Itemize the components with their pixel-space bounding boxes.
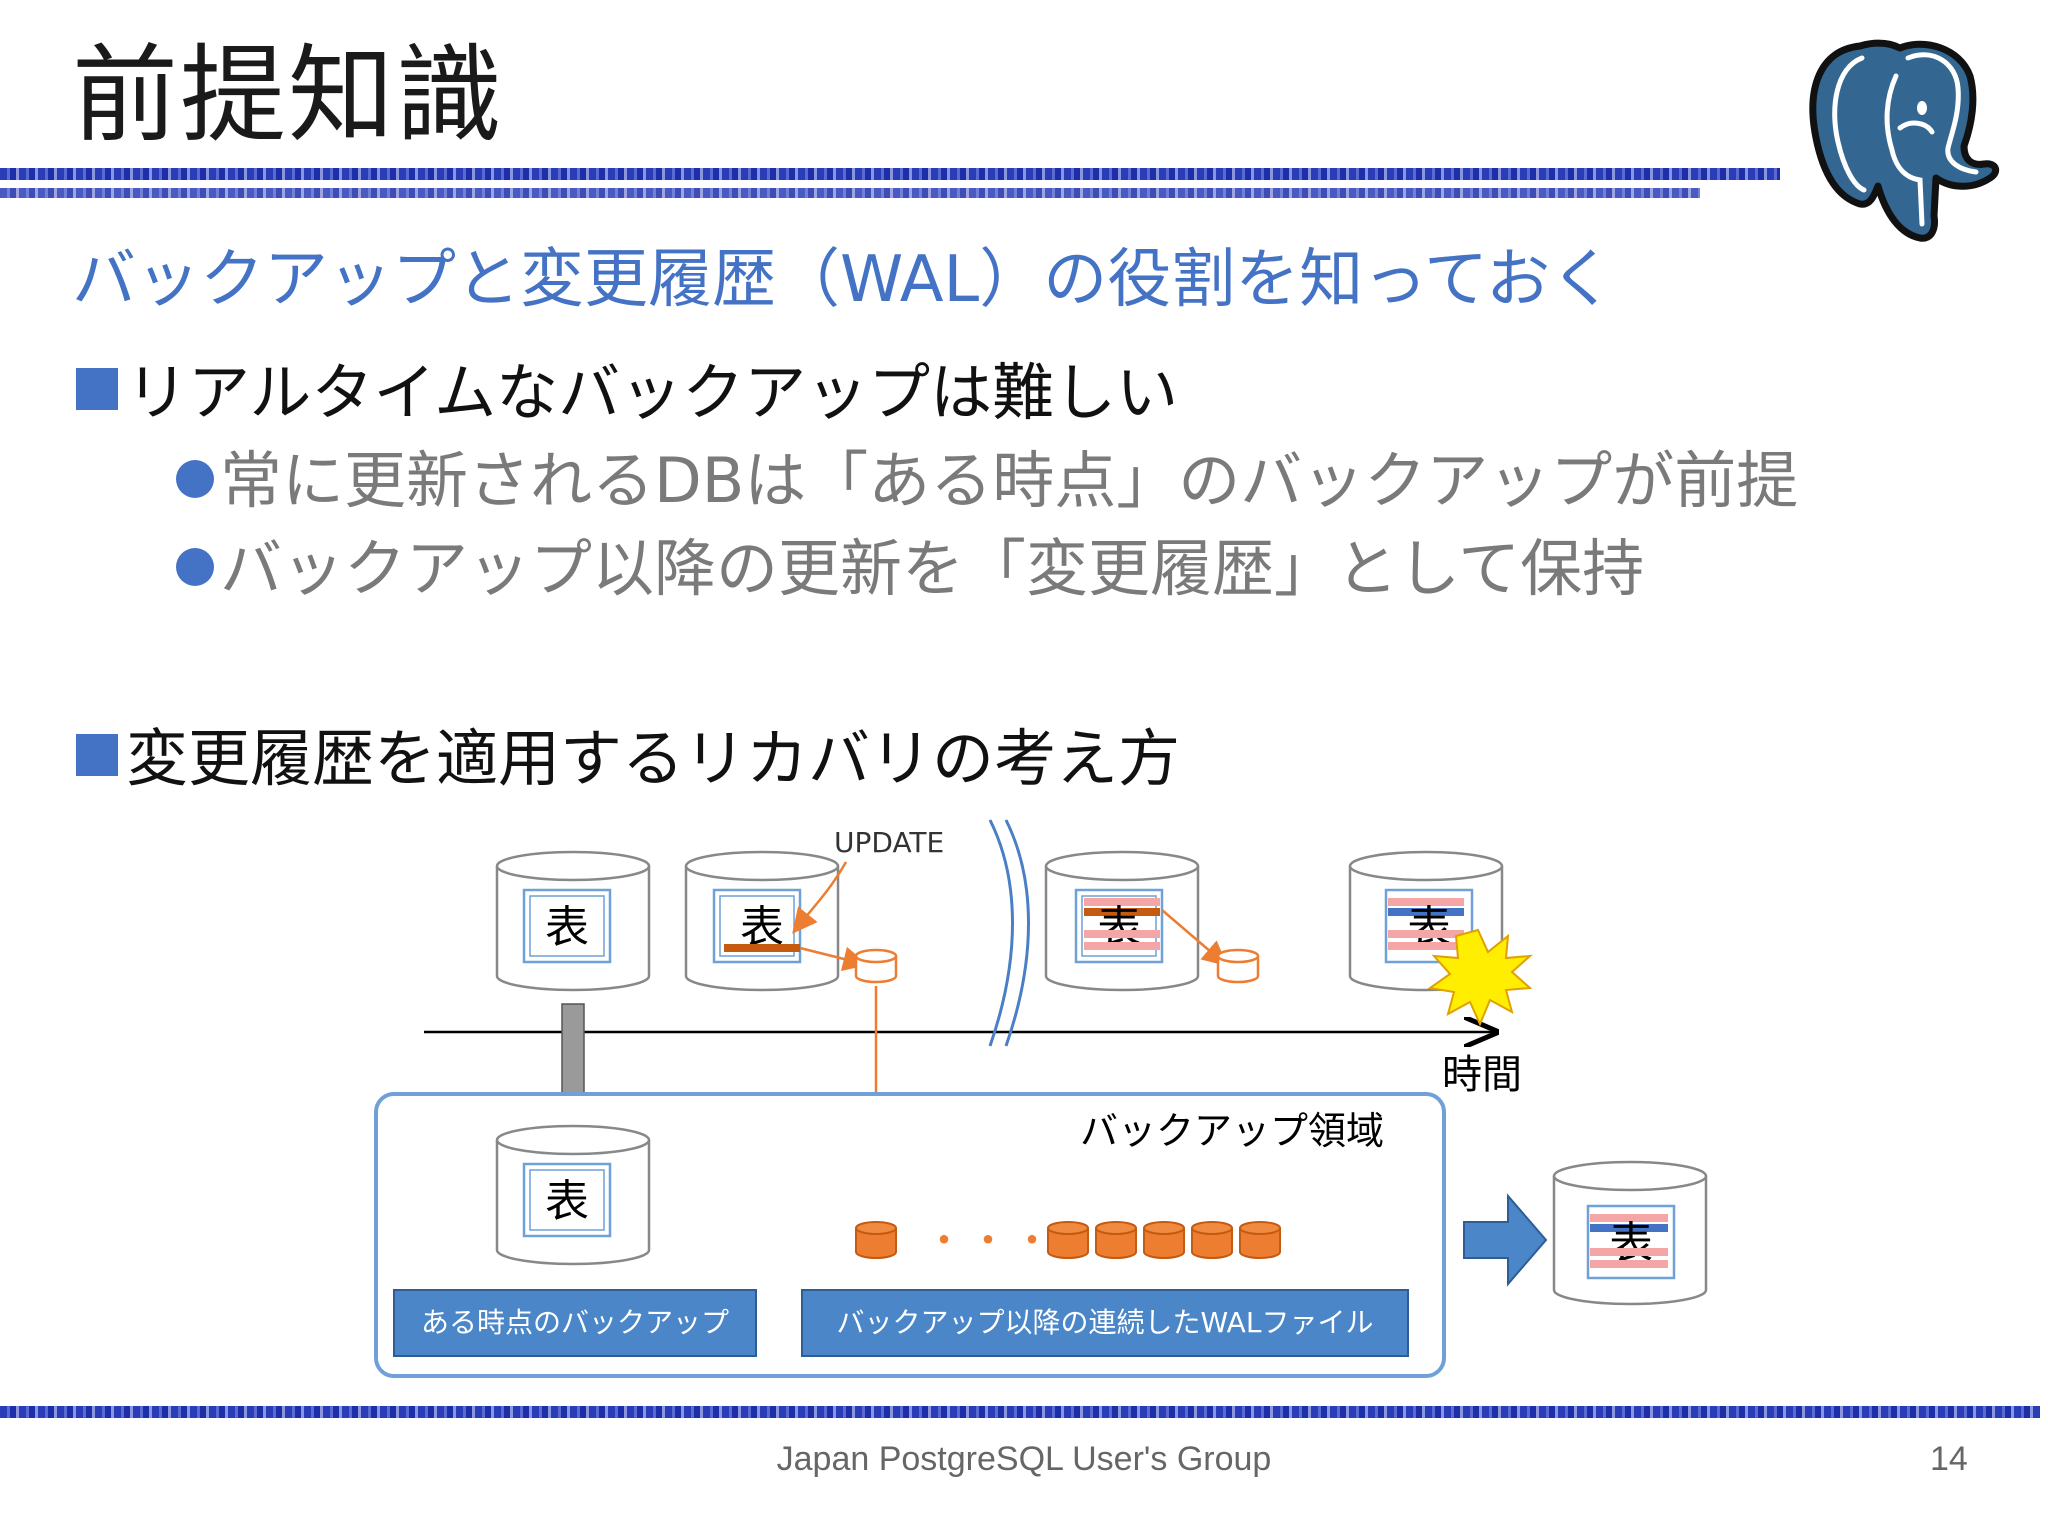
- wal-file: [855, 1221, 897, 1259]
- sub-bullet-change-history: バックアップ以降の更新を「変更履歴」として保持: [176, 518, 1644, 608]
- slide-subtitle: バックアップと変更履歴（WAL）の役割を知っておく: [72, 243, 1615, 317]
- slide-title: 前提知識: [72, 34, 504, 157]
- wal-label: バックアップ以降の連続したWALファイル: [837, 1306, 1374, 1339]
- page-number: 14: [1930, 1440, 1968, 1478]
- bullet-recovery-concept: 変更履歴を適用するリカバリの考え方: [76, 708, 1180, 798]
- backup-database-cylinder: 表: [495, 1124, 651, 1266]
- snapshot-label-box: [393, 1289, 757, 1357]
- square-bullet-icon: [76, 734, 118, 776]
- sub-bullet-point-in-time: 常に更新されるDBは「ある時点」のバックアップが前提: [176, 430, 1798, 520]
- wal-file: [1239, 1221, 1281, 1259]
- database-cylinder-multi-update: 表: [1044, 850, 1200, 992]
- backup-area-label: バックアップ領域: [1080, 1109, 1384, 1153]
- bullet-text: リアルタイムなバックアップは難しい: [126, 356, 1179, 429]
- footer-group-name: Japan PostgreSQL User's Group: [776, 1440, 1272, 1478]
- sub-bullet-text: 常に更新されるDBは「ある時点」のバックアップが前提: [220, 444, 1799, 517]
- square-bullet-icon: [76, 368, 118, 410]
- crash-explosion-icon: [1427, 928, 1533, 1027]
- wal-file: [1095, 1221, 1137, 1259]
- bullet-realtime-backup: リアルタイムなバックアップは難しい: [76, 342, 1178, 432]
- wal-file: [1047, 1221, 1089, 1259]
- footer-rule: [0, 1406, 2040, 1418]
- circle-bullet-icon: [176, 460, 214, 498]
- break-mark: [1004, 819, 1030, 1047]
- restored-database-cylinder: 表: [1552, 1160, 1708, 1306]
- time-label: 時間: [1442, 1052, 1522, 1098]
- database-cylinder: 表: [495, 850, 651, 992]
- update-to-wal-arrow: [799, 946, 869, 972]
- wal-file: [1191, 1221, 1233, 1259]
- svg-text:表: 表: [545, 1176, 589, 1227]
- sub-bullet-text: バックアップ以降の更新を「変更履歴」として保持: [220, 532, 1645, 605]
- wal-ellipsis: ・・・: [924, 1218, 1056, 1264]
- header-rule-bottom: [0, 188, 1700, 198]
- snapshot-label: ある時点のバックアップ: [421, 1306, 729, 1339]
- update-to-wal-arrow: [1161, 909, 1228, 967]
- header-rule-top: [0, 168, 1780, 180]
- database-cylinder-updated: 表: [684, 850, 840, 992]
- wal-segment-outline: [854, 948, 898, 984]
- wal-segment-outline: [1216, 948, 1260, 984]
- postgresql-elephant-logo: [1809, 39, 2000, 242]
- svg-text:表: 表: [545, 902, 589, 953]
- restore-arrow: [1463, 1193, 1548, 1287]
- update-label: UPDATE: [834, 826, 944, 859]
- break-mark: [988, 819, 1014, 1047]
- update-arrow: [792, 861, 848, 934]
- circle-bullet-icon: [176, 548, 214, 586]
- wal-file: [1143, 1221, 1185, 1259]
- bullet-text: 変更履歴を適用するリカバリの考え方: [126, 722, 1181, 795]
- wal-label-box: [801, 1289, 1409, 1357]
